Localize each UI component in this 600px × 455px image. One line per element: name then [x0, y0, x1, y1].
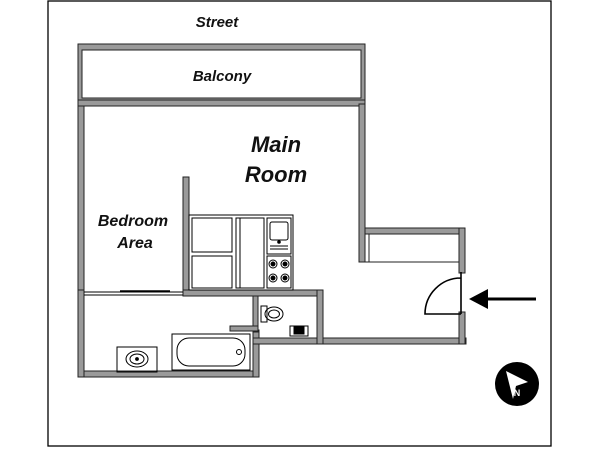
wall-bottom-mid	[252, 337, 467, 345]
wall-right-upper	[358, 103, 366, 263]
interior-walls	[182, 176, 324, 345]
stove-burner	[280, 259, 290, 269]
compass-icon: N	[495, 362, 539, 406]
kitchen-cabinet-lower	[191, 255, 233, 289]
wall-bath-right	[252, 329, 260, 378]
wall-bottom-bath	[77, 370, 260, 378]
entry-arrow	[469, 289, 536, 309]
entry-hall	[364, 227, 466, 345]
kitchen	[188, 214, 294, 291]
kitchen-sink	[266, 217, 292, 255]
entry-door	[424, 272, 462, 315]
kitchen-stove	[266, 255, 292, 289]
page-frame	[47, 0, 552, 447]
label-main-room-line1: Main	[251, 132, 301, 157]
partition-kitchen-left	[182, 176, 190, 295]
kitchen-fridge	[235, 217, 265, 289]
outer-walls	[77, 99, 467, 378]
partition-wc-left	[252, 295, 259, 333]
stove-burner	[268, 259, 278, 269]
kitchen-cabinet-upper	[191, 217, 233, 253]
wall-top	[77, 99, 366, 107]
stove-burner	[268, 273, 278, 283]
label-bedroom-line2: Area	[116, 235, 153, 252]
washbasin	[116, 346, 158, 373]
toilet-bowl	[264, 306, 284, 322]
wc-sink	[289, 325, 309, 337]
label-balcony: Balcony	[193, 68, 252, 85]
compass-north-label: N	[514, 388, 521, 398]
label-main-room-line2: Room	[245, 162, 307, 187]
bathtub	[171, 333, 251, 371]
wc	[260, 305, 309, 337]
label-street: Street	[196, 14, 240, 31]
partition-bath-top	[182, 289, 324, 297]
bathroom	[116, 333, 251, 373]
bedroom-divider	[84, 290, 183, 296]
balcony	[77, 43, 366, 105]
stove-burner	[280, 273, 290, 283]
wall-left-lower	[77, 289, 85, 378]
toilet-tank	[260, 305, 268, 323]
label-bedroom-line1: Bedroom	[98, 213, 168, 230]
partition-bath-wc	[229, 325, 259, 332]
partition-wc-right	[316, 289, 324, 345]
